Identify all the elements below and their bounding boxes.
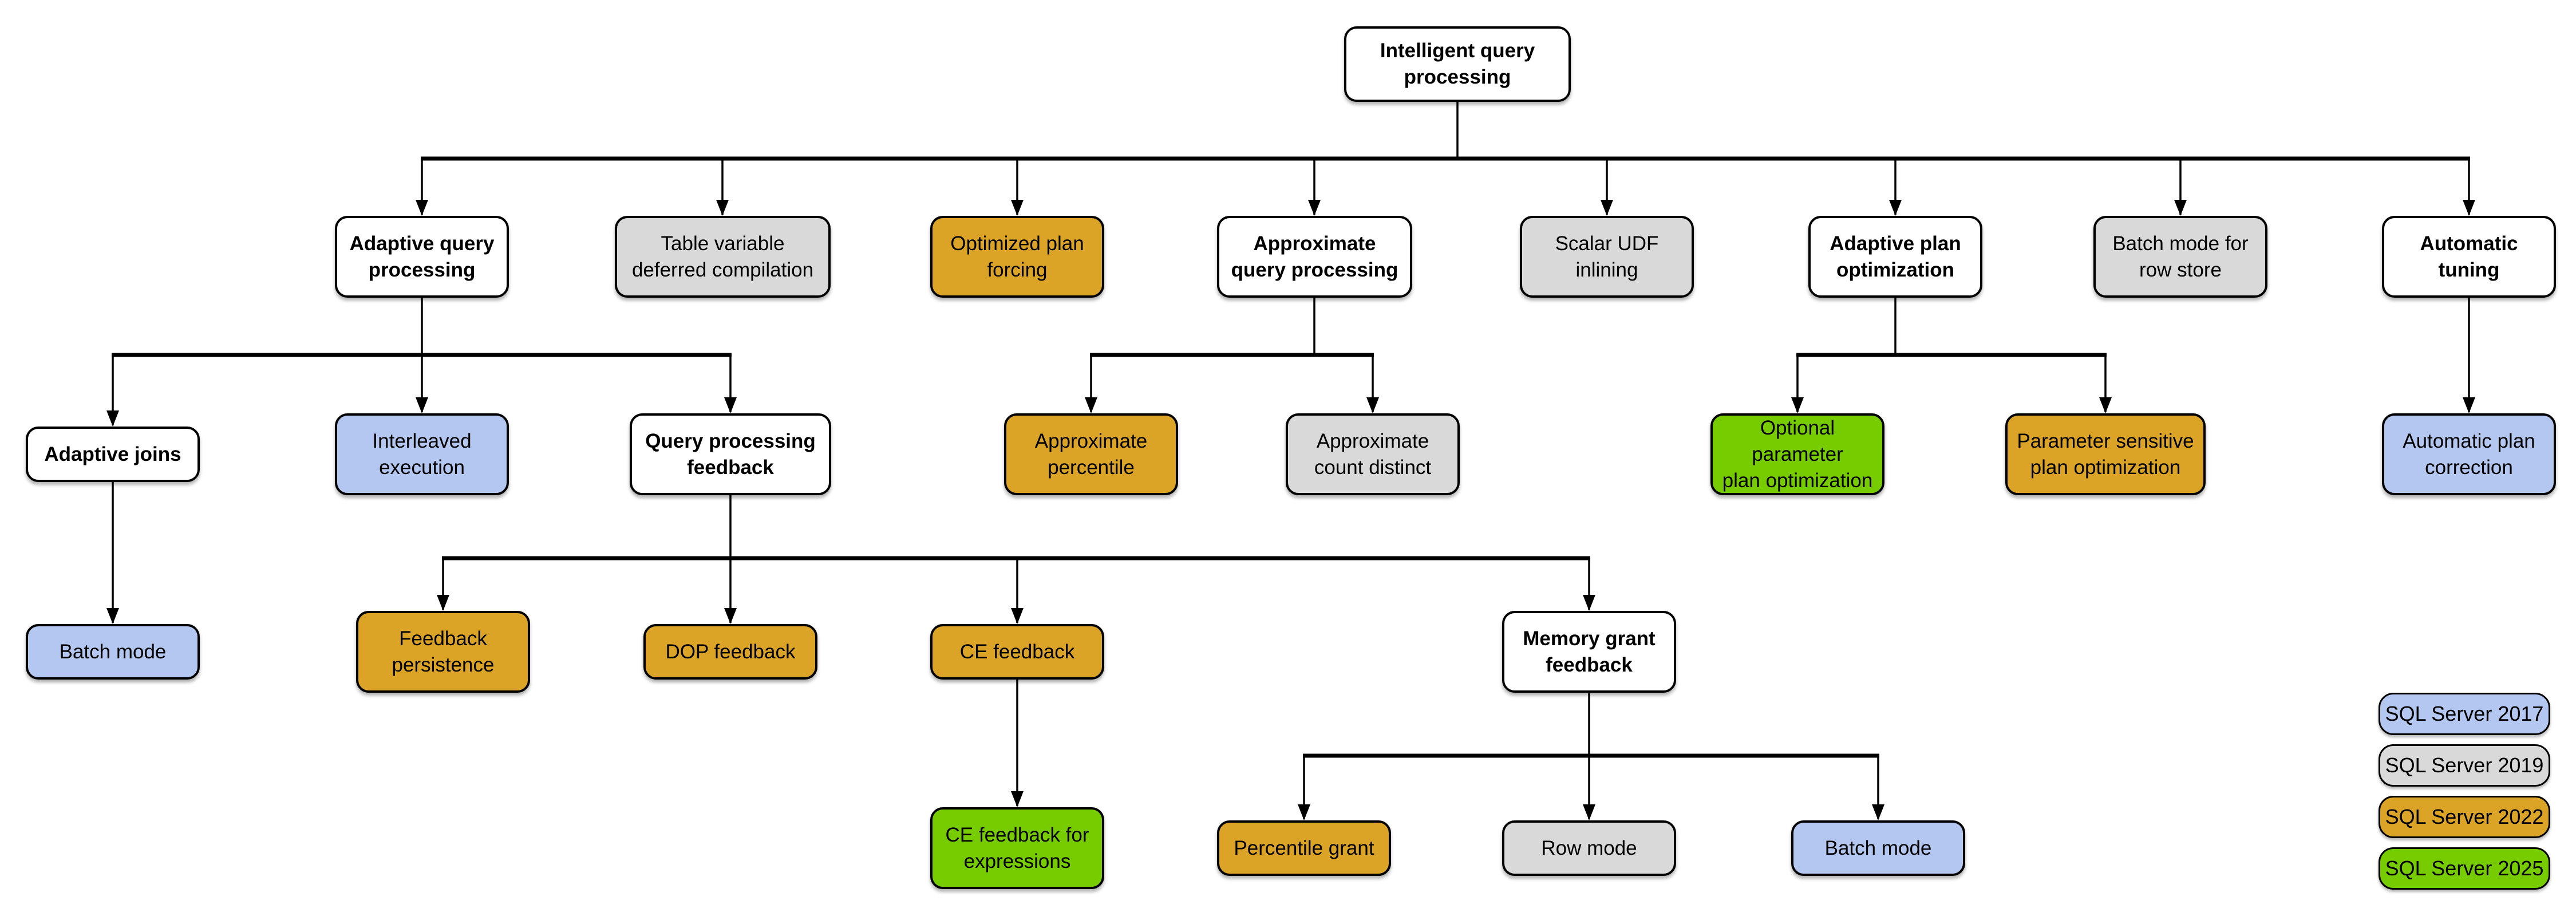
node-adaptive-joins: Adaptive joins xyxy=(26,427,200,482)
legend-item-sql-server-2017: SQL Server 2017 xyxy=(2379,693,2550,735)
node-approximate-query-processing: Approximate query processing xyxy=(1217,216,1412,298)
legend-item-sql-server-2022: SQL Server 2022 xyxy=(2379,796,2550,838)
node-feedback-persistence: Feedback persistence xyxy=(356,611,530,693)
node-ce-feedback-for-expressions: CE feedback for expressions xyxy=(930,807,1104,889)
node-interleaved-execution: Interleaved execution xyxy=(335,413,509,495)
node-batch-mode-for-row-store: Batch mode for row store xyxy=(2093,216,2267,298)
node-parameter-sensitive-plan-optimization: Parameter sensitive plan optimization xyxy=(2005,413,2206,495)
node-batch-mode-memory-grant: Batch mode xyxy=(1791,820,1965,876)
legend-item-sql-server-2025: SQL Server 2025 xyxy=(2379,847,2550,890)
node-row-mode: Row mode xyxy=(1502,820,1676,876)
node-ce-feedback: CE feedback xyxy=(930,624,1104,680)
node-batch-mode-adaptive-joins: Batch mode xyxy=(26,624,200,680)
node-scalar-udf-inlining: Scalar UDF inlining xyxy=(1520,216,1694,298)
node-approximate-percentile: Approximate percentile xyxy=(1004,413,1178,495)
node-automatic-plan-correction: Automatic plan correction xyxy=(2382,413,2556,495)
node-percentile-grant: Percentile grant xyxy=(1217,820,1391,876)
node-optimized-plan-forcing: Optimized plan forcing xyxy=(930,216,1104,298)
node-optional-parameter-plan-optimization: Optional parameter plan optimization xyxy=(1710,413,1884,495)
node-adaptive-plan-optimization: Adaptive plan optimization xyxy=(1808,216,1982,298)
node-dop-feedback: DOP feedback xyxy=(643,624,817,680)
node-automatic-tuning: Automatic tuning xyxy=(2382,216,2556,298)
node-approximate-count-distinct: Approximate count distinct xyxy=(1286,413,1460,495)
legend-item-sql-server-2019: SQL Server 2019 xyxy=(2379,744,2550,787)
node-adaptive-query-processing: Adaptive query processing xyxy=(335,216,509,298)
node-table-variable-deferred-compilation: Table variable deferred compilation xyxy=(615,216,831,298)
node-intelligent-query-processing: Intelligent query processing xyxy=(1344,26,1571,102)
node-memory-grant-feedback: Memory grant feedback xyxy=(1502,611,1676,693)
node-query-processing-feedback: Query processing feedback xyxy=(630,413,831,495)
